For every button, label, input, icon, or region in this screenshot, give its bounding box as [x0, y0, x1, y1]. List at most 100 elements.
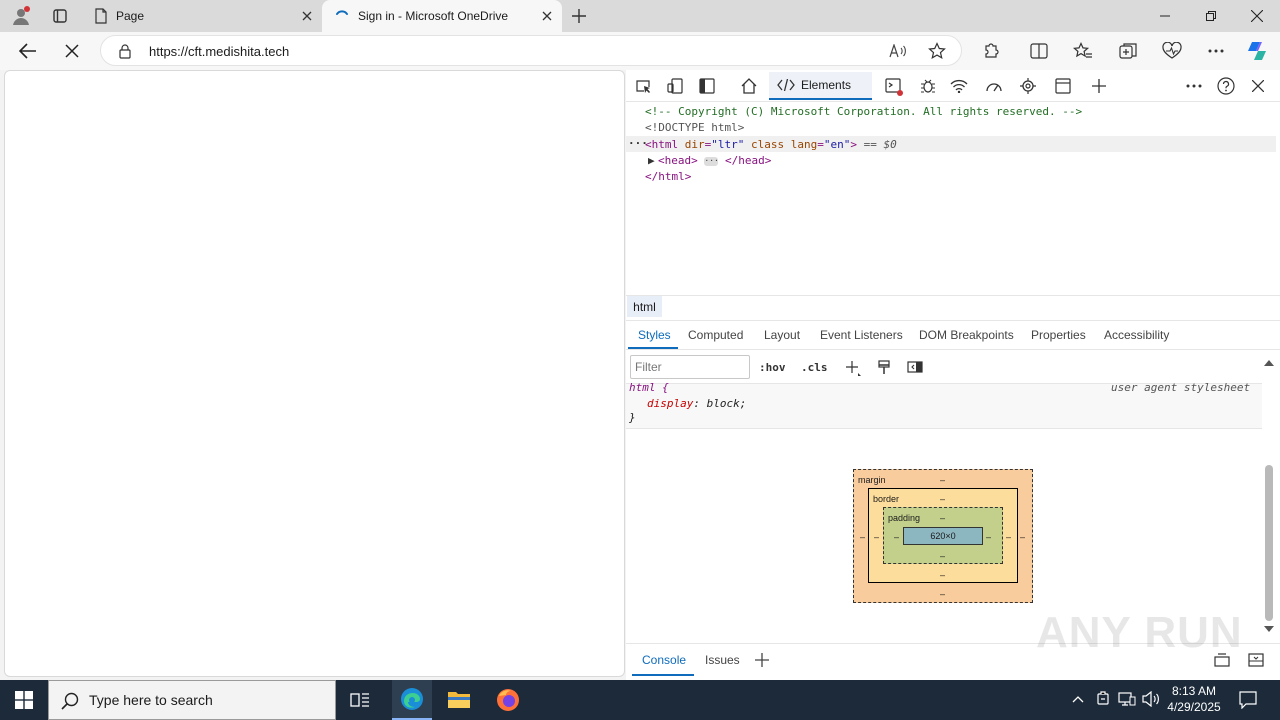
subtab-accessibility[interactable]: Accessibility — [1104, 328, 1170, 342]
toggle-classes-button[interactable]: .cls — [801, 361, 828, 374]
windows-start-icon[interactable] — [14, 690, 34, 710]
restore-button[interactable] — [1188, 0, 1234, 32]
dom-html-open[interactable]: <html dir="ltr" class lang="en"> == $0 — [645, 138, 897, 151]
subtab-dom-breakpoints[interactable]: DOM Breakpoints — [919, 328, 1014, 342]
drawer-tab-issues[interactable]: Issues — [705, 653, 740, 667]
profile-icon[interactable] — [10, 5, 32, 27]
margin-left-value[interactable]: – — [860, 532, 866, 542]
margin-bottom-value[interactable]: – — [940, 589, 946, 599]
paint-brush-icon[interactable] — [876, 359, 892, 375]
welcome-home-icon[interactable] — [740, 77, 758, 95]
scroll-down-arrow-icon[interactable] — [1264, 626, 1274, 634]
stop-loading-icon[interactable] — [62, 41, 82, 61]
dom-html-close[interactable]: </html> — [645, 170, 692, 183]
browser-essentials-icon[interactable] — [1162, 41, 1182, 61]
subtab-computed[interactable]: Computed — [688, 328, 744, 342]
favorite-star-icon[interactable] — [927, 41, 947, 61]
tab-elements[interactable]: Elements — [769, 72, 872, 100]
tab-actions-icon[interactable] — [52, 8, 68, 24]
split-screen-icon[interactable] — [1029, 41, 1049, 61]
rule-declaration[interactable]: display: block; — [647, 397, 747, 410]
performance-gauge-icon[interactable] — [984, 77, 1004, 95]
close-tab-icon[interactable] — [300, 9, 314, 23]
styles-filter-input[interactable]: Filter — [630, 355, 750, 379]
page-viewport[interactable] — [4, 70, 625, 677]
padding-right-value[interactable]: – — [986, 532, 992, 542]
margin-top-value[interactable]: – — [940, 475, 946, 485]
help-icon[interactable] — [1216, 76, 1236, 96]
taskbar-search-box[interactable]: Type here to search — [48, 680, 336, 720]
more-tools-plus-icon[interactable] — [1090, 77, 1108, 95]
toggle-sidebar-icon[interactable] — [906, 359, 924, 375]
breadcrumb — [626, 295, 1280, 318]
devtools-more-icon[interactable] — [1184, 77, 1204, 95]
add-drawer-tab-icon[interactable] — [754, 652, 770, 668]
more-options-icon[interactable] — [1206, 41, 1226, 61]
dom-node-html-selected[interactable] — [626, 136, 1276, 152]
border-bottom-value[interactable]: – — [940, 570, 946, 580]
collections-icon[interactable] — [1118, 41, 1138, 61]
taskbar-edge-app[interactable] — [392, 680, 432, 720]
subtab-layout[interactable]: Layout — [764, 328, 801, 342]
toggle-hover-state-button[interactable]: :hov — [759, 361, 786, 374]
extensions-icon[interactable] — [981, 41, 1001, 61]
new-tab-icon[interactable] — [570, 7, 588, 25]
rule-selector[interactable]: html { — [629, 381, 669, 394]
task-view-icon[interactable] — [349, 690, 371, 710]
padding-left-value[interactable]: – — [894, 532, 900, 542]
box-model-content[interactable]: 620×0 — [903, 527, 983, 545]
border-left-value[interactable]: – — [874, 532, 880, 542]
url-text[interactable]: https://cft.medishita.tech — [149, 44, 290, 59]
subtab-properties[interactable]: Properties — [1031, 328, 1086, 342]
padding-bottom-value[interactable]: – — [940, 551, 946, 561]
address-bar[interactable] — [100, 35, 962, 66]
notifications-icon[interactable] — [1238, 690, 1258, 710]
border-top-value[interactable]: – — [940, 494, 946, 504]
inspect-element-icon[interactable] — [634, 77, 652, 95]
minimize-button[interactable] — [1142, 0, 1188, 32]
tab-page[interactable]: Page — [84, 0, 322, 32]
dom-head[interactable]: <head> ··· </head> — [658, 154, 772, 167]
dock-side-icon[interactable] — [698, 77, 716, 95]
device-emulation-icon[interactable] — [666, 77, 684, 95]
volume-icon[interactable] — [1142, 691, 1160, 707]
border-right-value[interactable]: – — [1006, 532, 1012, 542]
dock-drawer-icon[interactable] — [1213, 652, 1231, 668]
favorites-icon[interactable] — [1073, 41, 1093, 61]
dom-ellipsis-icon[interactable]: ··· — [628, 137, 648, 150]
read-aloud-icon[interactable] — [888, 42, 908, 60]
sources-bug-icon[interactable] — [919, 77, 937, 95]
network-icon[interactable] — [1118, 691, 1136, 707]
network-wifi-icon[interactable] — [949, 77, 969, 95]
system-clock[interactable]: 8:13 AM 4/29/2025 — [1160, 683, 1228, 715]
close-devtools-icon[interactable] — [1249, 77, 1267, 95]
show-hidden-icons-icon[interactable] — [1071, 692, 1085, 706]
copilot-icon[interactable] — [1245, 39, 1269, 63]
tab-sign-in[interactable]: Sign in - Microsoft OneDrive — [322, 0, 562, 32]
drawer-tab-console[interactable]: Console — [642, 653, 687, 667]
firefox-icon[interactable] — [496, 688, 520, 712]
close-drawer-icon[interactable] — [1247, 652, 1265, 668]
close-window-button[interactable] — [1234, 0, 1280, 32]
application-icon[interactable] — [1054, 77, 1072, 95]
subtab-styles[interactable]: Styles — [638, 328, 671, 342]
lock-icon[interactable] — [117, 42, 133, 60]
expand-triangle-icon[interactable]: ▶ — [648, 154, 655, 167]
back-icon[interactable] — [18, 41, 38, 61]
security-shield-icon[interactable] — [1095, 691, 1111, 707]
console-icon[interactable] — [884, 77, 904, 97]
memory-chip-icon[interactable] — [1019, 77, 1037, 95]
margin-right-value[interactable]: – — [1020, 532, 1026, 542]
new-style-rule-icon[interactable] — [844, 359, 862, 377]
collapsed-content-icon[interactable]: ··· — [704, 155, 719, 166]
scrollbar-thumb[interactable] — [1265, 465, 1273, 621]
breadcrumb-html[interactable]: html — [627, 296, 662, 317]
file-explorer-icon[interactable] — [447, 689, 471, 709]
padding-top-value[interactable]: – — [940, 513, 946, 523]
close-tab-icon[interactable] — [540, 9, 554, 23]
scroll-up-arrow-icon[interactable] — [1264, 360, 1274, 368]
tab-label: Elements — [801, 78, 852, 92]
dom-doctype[interactable]: <!DOCTYPE html> — [645, 121, 745, 134]
dom-comment[interactable]: <!-- Copyright (C) Microsoft Corporation… — [645, 105, 1083, 118]
subtab-event-listeners[interactable]: Event Listeners — [820, 328, 903, 342]
